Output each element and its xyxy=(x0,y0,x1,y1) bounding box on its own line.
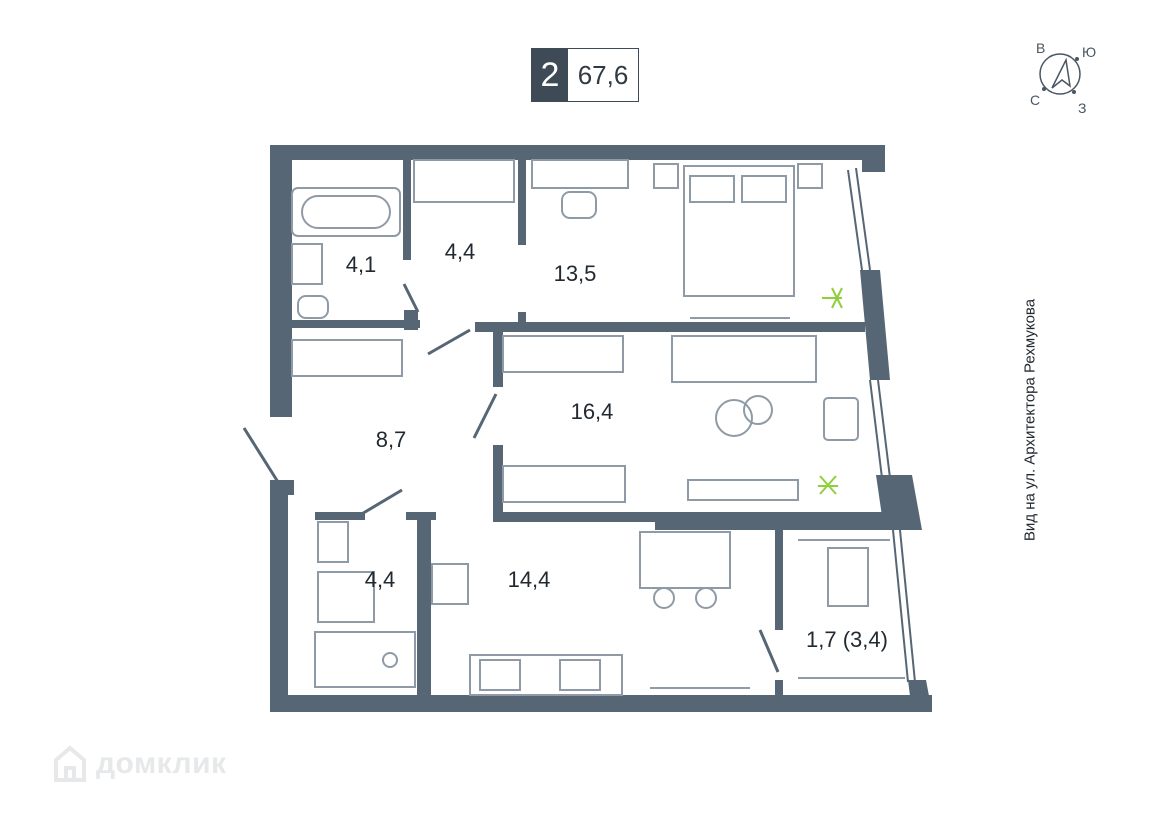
compass-icon xyxy=(1039,53,1081,95)
interior-walls xyxy=(290,160,890,695)
room-area-loggia: 1,7 (3,4) xyxy=(806,627,888,652)
door-swings xyxy=(242,283,780,673)
bedroom-furniture xyxy=(561,163,823,319)
room-area-toilet: 4,4 xyxy=(364,567,396,592)
room-area-bathroom: 4,1 xyxy=(345,252,377,277)
room-area-bedroom: 13,5 xyxy=(553,261,597,286)
plant-icons xyxy=(818,287,843,495)
room-area-kitchen: 14,4 xyxy=(507,567,551,592)
windows xyxy=(847,167,916,683)
total-area: 67,6 xyxy=(577,60,629,90)
room-area-dressing: 4,4 xyxy=(444,239,476,264)
bathroom-fixtures xyxy=(291,187,416,688)
loggia-furniture xyxy=(798,539,905,679)
domclick-watermark: домклик xyxy=(50,744,227,784)
compass: В Ю С З xyxy=(1020,36,1120,120)
living-furniture xyxy=(671,335,859,501)
house-logo-icon xyxy=(54,745,86,782)
wardrobes xyxy=(291,159,629,503)
compass-north: С xyxy=(1030,92,1041,108)
compass-east: В xyxy=(1036,40,1046,56)
room-area-hall: 8,7 xyxy=(375,427,407,452)
room-area-living: 16,4 xyxy=(570,399,614,424)
compass-south: Ю xyxy=(1082,44,1097,60)
outer-walls xyxy=(270,145,932,712)
apartment-badge: 2 67,6 xyxy=(531,48,639,102)
watermark-text: домклик xyxy=(96,747,227,780)
kitchen-furniture xyxy=(431,531,750,696)
rooms-count: 2 xyxy=(532,49,568,101)
compass-west: З xyxy=(1078,100,1087,116)
